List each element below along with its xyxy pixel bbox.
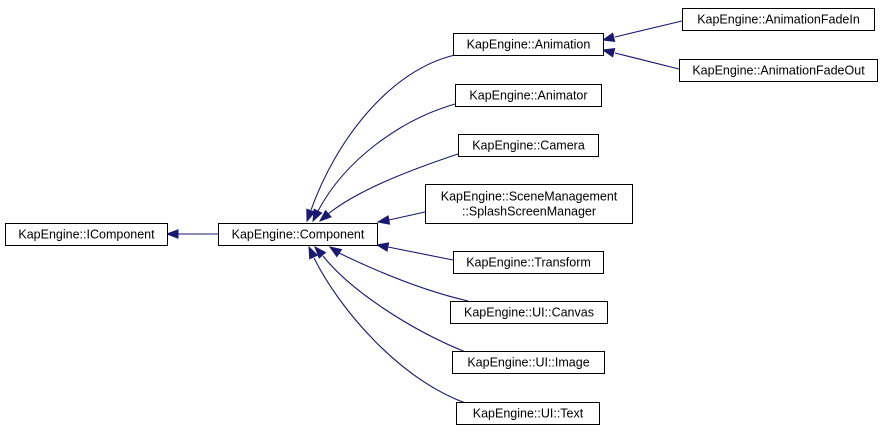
edge-arrowhead xyxy=(308,245,319,260)
inheritance-edge-fadeout-to-animation xyxy=(601,48,680,70)
class-node-label: KapEngine::Camera xyxy=(472,139,585,153)
class-node-box xyxy=(455,84,602,107)
inheritance-edge-animator-to-component xyxy=(312,103,456,223)
class-node-text[interactable]: KapEngine::UI::Text xyxy=(456,402,600,425)
class-node-transform[interactable]: KapEngine::Transform xyxy=(453,251,604,274)
class-node-box xyxy=(458,134,599,157)
class-node-box xyxy=(450,301,608,324)
edge-line xyxy=(327,153,459,215)
inheritance-edge-fadein-to-animation xyxy=(601,20,683,42)
class-node-label: KapEngine::AnimationFadeOut xyxy=(692,64,865,78)
class-node-box xyxy=(218,223,378,246)
inheritance-edge-splash-to-component xyxy=(376,211,426,225)
nodes-layer: KapEngine::IComponent KapEngine::Componen… xyxy=(5,8,878,425)
class-node-fadein[interactable]: KapEngine::AnimationFadeIn xyxy=(682,8,875,31)
edge-line xyxy=(322,255,469,354)
class-node-box xyxy=(5,223,168,246)
edge-arrowhead xyxy=(328,246,343,258)
edge-line xyxy=(614,52,680,70)
class-node-label: KapEngine::UI::Image xyxy=(467,356,589,370)
edge-arrowhead xyxy=(601,48,616,58)
class-node-animator[interactable]: KapEngine::Animator xyxy=(455,84,602,107)
class-node-camera[interactable]: KapEngine::Camera xyxy=(458,134,599,157)
inheritance-edge-transform-to-component xyxy=(375,242,454,261)
edge-arrowhead xyxy=(376,215,391,225)
edge-line xyxy=(310,54,456,211)
edge-arrowhead xyxy=(318,209,332,222)
class-node-box xyxy=(453,33,604,56)
edge-arrowhead xyxy=(165,229,179,239)
edge-line xyxy=(317,103,456,212)
class-node-label: KapEngine::AnimationFadeIn xyxy=(697,13,860,27)
class-node-icomponent[interactable]: KapEngine::IComponent xyxy=(5,223,168,246)
class-node-image[interactable]: KapEngine::UI::Image xyxy=(452,351,605,374)
inheritance-edge-animation-to-component xyxy=(306,54,456,223)
inheritance-edge-image-to-component xyxy=(314,245,469,354)
edge-arrowhead xyxy=(306,208,316,223)
class-node-animation[interactable]: KapEngine::Animation xyxy=(453,33,604,56)
class-node-box xyxy=(452,351,605,374)
class-node-label: KapEngine::UI::Canvas xyxy=(464,306,594,320)
class-node-label: KapEngine::Component xyxy=(232,228,365,242)
class-node-box xyxy=(682,8,875,31)
class-node-fadeout[interactable]: KapEngine::AnimationFadeOut xyxy=(679,59,878,82)
class-node-label: KapEngine::Animation xyxy=(467,38,591,52)
inheritance-edge-component-to-icomponent xyxy=(165,229,218,239)
class-node-canvas[interactable]: KapEngine::UI::Canvas xyxy=(450,301,608,324)
class-node-label: KapEngine::UI::Text xyxy=(473,407,584,421)
class-node-box xyxy=(456,402,600,425)
class-node-box xyxy=(425,184,633,224)
edge-arrowhead xyxy=(312,208,323,223)
edge-line xyxy=(313,257,469,405)
class-node-label: ::SplashScreenManager xyxy=(462,205,596,219)
inheritance-edge-camera-to-component xyxy=(318,153,459,222)
class-node-box xyxy=(453,251,604,274)
edge-line xyxy=(614,20,683,38)
class-node-label: KapEngine::Transform xyxy=(466,256,591,270)
edge-arrowhead xyxy=(314,245,327,259)
class-node-component[interactable]: KapEngine::Component xyxy=(218,223,378,246)
edge-arrowhead xyxy=(601,32,616,42)
edge-arrowhead xyxy=(375,242,390,252)
inheritance-edge-canvas-to-component xyxy=(328,246,469,302)
edge-line xyxy=(388,211,426,221)
class-node-label: KapEngine::SceneManagement xyxy=(441,190,618,204)
edges-layer xyxy=(165,20,683,405)
inheritance-edge-text-to-component xyxy=(308,245,469,405)
edge-line xyxy=(387,246,454,261)
class-node-box xyxy=(679,59,878,82)
class-node-splash[interactable]: KapEngine::SceneManagement::SplashScreen… xyxy=(425,184,633,224)
class-node-label: KapEngine::IComponent xyxy=(18,228,155,242)
class-node-label: KapEngine::Animator xyxy=(469,89,587,103)
edge-line xyxy=(338,252,469,302)
